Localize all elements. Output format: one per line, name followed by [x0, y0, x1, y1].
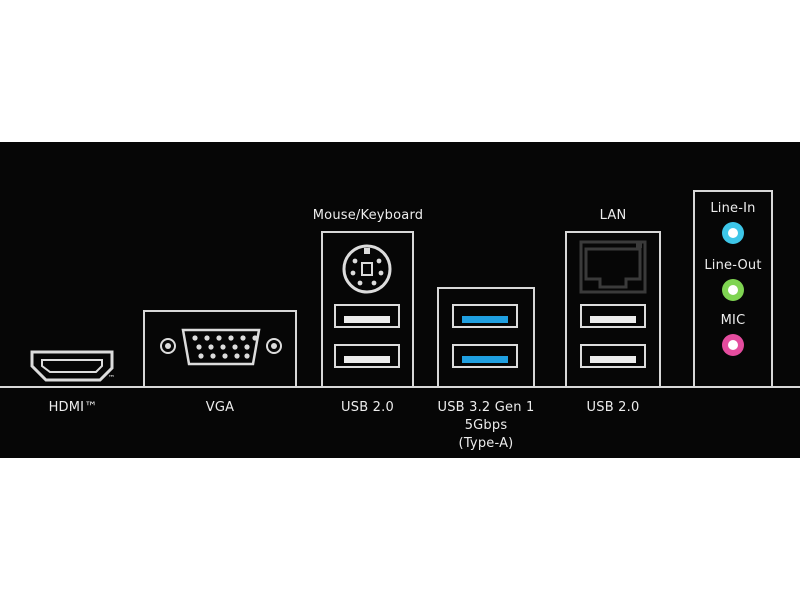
- ps2-port-icon: [342, 244, 392, 294]
- lan-label: LAN: [599, 208, 627, 223]
- ps2-usb-group: [321, 231, 414, 386]
- usb-port-icon: [334, 344, 400, 368]
- usb-port-icon: [580, 304, 646, 328]
- usb-port-icon: [580, 344, 646, 368]
- usb-port-icon: [452, 304, 518, 328]
- usb20-right-label: USB 2.0: [586, 400, 640, 415]
- hdmi-label: HDMI™: [48, 400, 98, 415]
- usb20-left-label: USB 2.0: [341, 400, 394, 415]
- usb32-group: [437, 287, 535, 386]
- vga-port-icon: [160, 328, 282, 366]
- hdmi-port-icon: [30, 350, 114, 382]
- usb32-label-line1: USB 3.2 Gen 1: [437, 400, 535, 415]
- audio-group: [693, 190, 773, 386]
- usb-port-icon: [452, 344, 518, 368]
- line-in-label: Line-In: [710, 201, 756, 216]
- usb32-label-line2: 5Gbps: [464, 418, 508, 433]
- mic-label: MIC: [720, 313, 746, 328]
- baseline-divider: [0, 386, 800, 388]
- audio-jack-icon: [722, 222, 744, 244]
- audio-jack-icon: [722, 279, 744, 301]
- hdmi-trademark: ™: [108, 374, 116, 382]
- vga-port: [143, 310, 297, 386]
- audio-jack-icon: [722, 334, 744, 356]
- line-out-label: Line-Out: [704, 258, 762, 273]
- rear-io-panel: ™ HDMI™ VGA Mouse/Keyboard: [0, 142, 800, 458]
- vga-label: VGA: [205, 400, 235, 415]
- rj45-port-icon: [579, 240, 647, 294]
- lan-usb-group: [565, 231, 661, 386]
- usb32-label-line3: (Type-A): [458, 436, 514, 451]
- usb-port-icon: [334, 304, 400, 328]
- mouse-keyboard-label: Mouse/Keyboard: [312, 208, 424, 223]
